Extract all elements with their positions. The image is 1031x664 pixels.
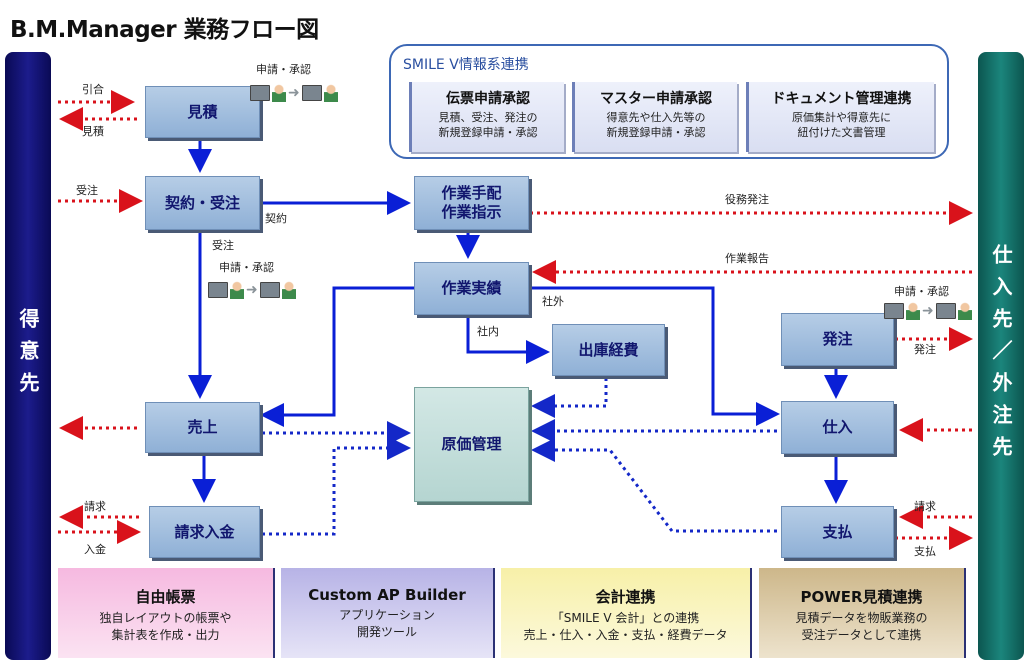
computer-icon: [884, 303, 904, 319]
node-mitsumori[interactable]: 見積: [145, 86, 260, 138]
label-nyukin: 入金: [84, 543, 106, 556]
card-line: 見積、受注、発注の: [438, 111, 538, 124]
label-sagyo-hokoku: 作業報告: [725, 252, 769, 265]
feature-title: 自由帳票: [135, 588, 196, 606]
label-shagai: 社外: [542, 295, 564, 308]
feature-free-forms: 自由帳票 独自レイアウトの帳票や集計表を作成・出力: [58, 568, 275, 658]
label-seikyu-right: 請求: [914, 500, 936, 513]
customer-label: 得意先: [16, 308, 40, 404]
card-master-approval: マスター申請承認 得意先や仕入先等の新規登録申請・承認: [572, 82, 737, 152]
person-icon: [230, 281, 244, 299]
node-seikyu[interactable]: 請求入金: [149, 506, 260, 558]
flow-shiharai-genka: [531, 438, 777, 533]
person-icon: [272, 84, 286, 102]
feature-line: 独自レイアウトの帳票や: [99, 611, 232, 625]
label-mitsumori: 見積: [82, 125, 104, 138]
person-icon: [906, 302, 920, 320]
feature-accounting: 会計連携 「SMILE V 会計」との連携売上・仕入・入金・支払・経費データ: [501, 568, 752, 658]
feature-line: アプリケーション: [339, 608, 435, 622]
flow-jisseki-shiire: [530, 286, 780, 426]
approval-icon: ➜: [250, 84, 338, 102]
label-keiyaku: 契約: [265, 212, 287, 225]
flow-jisseki-uriage: [260, 286, 414, 427]
smile-panel-title: SMILE V情報系連携: [403, 57, 529, 73]
node-uriage[interactable]: 売上: [145, 402, 260, 453]
card-line: 新規登録申請・承認: [606, 125, 706, 139]
feature-custom-ap-builder: Custom AP Builder アプリケーション開発ツール: [281, 568, 495, 658]
node-tehai-line: 作業指示: [441, 203, 502, 221]
card-document-management: ドキュメント管理連携 原価集計や得意先に紐付けた文書管理: [746, 82, 934, 152]
feature-power-estimate: POWER見積連携 見積データを物販業務の受注データとして連携: [759, 568, 966, 658]
label-hacchu: 発注: [914, 343, 936, 356]
computer-icon: [301, 85, 322, 101]
supplier-label: 仕入先／外注先: [989, 244, 1013, 468]
node-jisseki[interactable]: 作業実績: [414, 262, 529, 315]
node-genka[interactable]: 原価管理: [414, 387, 529, 502]
computer-icon: [259, 282, 280, 298]
approval-icon: ➜: [884, 302, 972, 320]
card-title: 伝票申請承認: [446, 91, 530, 107]
supplier-bar: 仕入先／外注先: [978, 52, 1024, 660]
computer-icon: [935, 303, 956, 319]
label-approve: 申請・承認: [256, 63, 311, 76]
node-shukko[interactable]: 出庫経費: [552, 324, 665, 376]
feature-title: POWER見積連携: [800, 588, 923, 606]
node-shiire[interactable]: 仕入: [781, 401, 894, 454]
feature-line: 集計表を作成・出力: [111, 627, 220, 642]
arrow-icon: ➜: [246, 282, 258, 298]
node-hacchu[interactable]: 発注: [781, 313, 894, 366]
label-juchu-in: 受注: [76, 184, 98, 197]
customer-bar: 得意先: [5, 52, 51, 660]
card-line: 紐付けた文書管理: [797, 125, 886, 139]
card-line: 原価集計や得意先に: [792, 111, 891, 124]
label-juchu: 受注: [212, 239, 234, 252]
node-tehai[interactable]: 作業手配 作業指示: [414, 176, 529, 230]
label-ekimu: 役務発注: [725, 193, 769, 206]
feature-line: 見積データを物販業務の: [795, 611, 928, 625]
approval-icon: ➜: [208, 281, 296, 299]
feature-line: 受注データとして連携: [801, 627, 922, 642]
label-shanai: 社内: [477, 325, 499, 338]
card-line: 新規登録申請・承認: [438, 125, 538, 139]
flow-jisseki-shukko: [466, 317, 550, 364]
node-tehai-line: 作業手配: [441, 184, 502, 203]
node-shiharai[interactable]: 支払: [781, 506, 894, 558]
computer-icon: [250, 85, 270, 101]
person-icon: [957, 302, 972, 320]
feature-title: 会計連携: [595, 588, 656, 606]
card-slip-approval: 伝票申請承認 見積、受注、発注の新規登録申請・承認: [409, 82, 564, 152]
person-icon: [323, 84, 338, 102]
label-approve: 申請・承認: [219, 261, 274, 274]
flow-seikyu-genka: [262, 436, 411, 536]
label-hikiai: 引合: [82, 83, 104, 96]
flow-shukko-genka: [531, 378, 608, 418]
page-title: B.M.Manager 業務フロー図: [10, 17, 319, 43]
person-icon: [281, 281, 296, 299]
feature-line: 開発ツール: [356, 624, 417, 639]
feature-line: 売上・仕入・入金・支払・経費データ: [523, 627, 728, 642]
feature-title: Custom AP Builder: [308, 586, 466, 604]
card-title: ドキュメント管理連携: [771, 91, 912, 107]
label-seikyu-left: 請求: [84, 500, 106, 513]
label-shiharai: 支払: [914, 545, 936, 558]
card-title: マスター申請承認: [600, 91, 712, 107]
node-keiyaku[interactable]: 契約・受注: [145, 176, 260, 230]
label-approve: 申請・承認: [894, 285, 949, 298]
arrow-icon: ➜: [288, 85, 300, 101]
computer-icon: [208, 282, 228, 298]
arrow-icon: ➜: [922, 303, 934, 319]
feature-line: 「SMILE V 会計」との連携: [551, 611, 700, 625]
card-line: 得意先や仕入先等の: [606, 111, 706, 124]
